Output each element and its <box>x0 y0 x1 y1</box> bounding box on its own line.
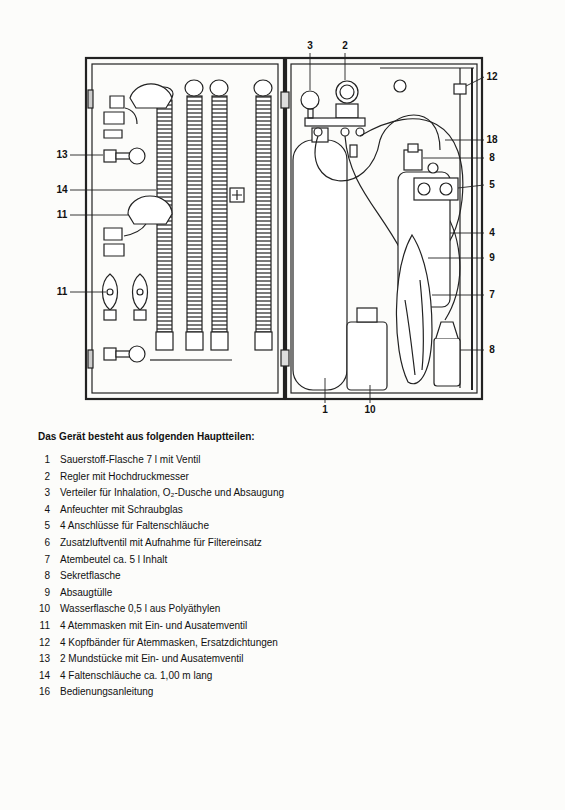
item-description: Atembeutel ca. 5 l Inhalt <box>60 554 167 566</box>
callout-number: 4 <box>489 227 495 239</box>
item-number: 6 <box>44 537 50 549</box>
item-number: 16 <box>39 686 50 698</box>
oxygen-cylinder <box>293 128 347 390</box>
item-description: 4 Kopfbänder für Atemmasken, Ersatzdicht… <box>60 637 278 649</box>
item-description: 4 Atemmasken mit Ein- und Ausatemventil <box>60 620 247 632</box>
leader-lines <box>70 53 484 403</box>
case-lid <box>86 58 284 399</box>
item-number: 9 <box>44 587 50 599</box>
item-description: Sekretflasche <box>60 570 121 582</box>
breathing-mask <box>103 274 148 320</box>
callout-number: 11 <box>57 286 68 298</box>
callout-number: 5 <box>489 179 495 191</box>
item-description: 4 Anschlüsse für Faltenschläuche <box>60 520 209 532</box>
item-number: 3 <box>44 487 50 499</box>
callout-number: 7 <box>489 289 495 301</box>
item-description: 4 Faltenschläuche ca. 1,00 m lang <box>60 670 212 682</box>
spare-part <box>454 84 466 94</box>
callout-number: 3 <box>307 40 313 52</box>
case-body <box>286 58 482 399</box>
callout-number: 18 <box>486 134 497 146</box>
mouthpiece <box>104 148 145 164</box>
item-number: 8 <box>44 570 50 582</box>
callout-number: 12 <box>486 71 497 83</box>
item-number: 14 <box>39 670 50 682</box>
item-description: Sauerstoff-Flasche 7 l mit Ventil <box>60 454 200 466</box>
breathing-bag <box>396 235 432 384</box>
hose-connectors <box>414 163 458 200</box>
item-number: 10 <box>39 603 50 615</box>
item-description: Verteiler für Inhalation, O₂-Dusche und … <box>60 487 284 499</box>
item-description: Zusatzluftventil mit Aufnahme für Filter… <box>60 537 262 549</box>
callout-number: 9 <box>489 252 495 264</box>
callout-number: 2 <box>342 40 348 52</box>
item-number: 2 <box>44 471 50 483</box>
item-number: 5 <box>44 520 50 532</box>
callout-number: 8 <box>489 344 495 356</box>
callout-number: 11 <box>57 209 68 221</box>
item-description: Regler mit Hochdruckmesser <box>60 471 189 483</box>
item-description: Anfeuchter mit Schraubglas <box>60 504 183 516</box>
item-number: 13 <box>39 653 50 665</box>
item-number: 12 <box>39 637 50 649</box>
item-number: 4 <box>44 504 50 516</box>
mouthpiece <box>104 346 145 362</box>
item-description: 2 Mundstücke mit Ein- und Ausatemventil <box>60 653 243 665</box>
item-description: Absaugtülle <box>60 587 112 599</box>
item-number: 11 <box>40 620 50 632</box>
item-description: Bedienungsanleitung <box>60 686 153 698</box>
callout-number: 1 <box>322 404 328 416</box>
regulator <box>301 80 406 157</box>
water-bottle <box>347 308 387 390</box>
item-description: Wasserflasche 0,5 l aus Polyäthylen <box>60 603 220 615</box>
item-number: 7 <box>44 554 50 566</box>
secretion-bottle <box>434 322 460 386</box>
callout-number: 13 <box>56 149 67 161</box>
callout-number: 8 <box>489 152 495 164</box>
callout-number: 14 <box>56 184 67 196</box>
list-heading: Das Gerät besteht aus folgenden Haupttei… <box>38 431 255 443</box>
breathing-mask <box>104 196 172 256</box>
callout-number: 10 <box>364 404 375 416</box>
item-number: 1 <box>44 454 50 466</box>
